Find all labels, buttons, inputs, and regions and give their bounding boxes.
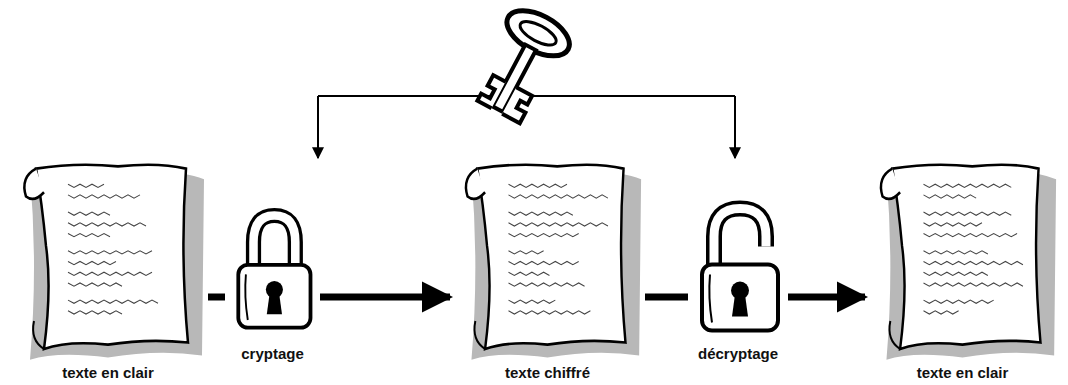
document-node: texte en clair (865, 160, 1060, 382)
flow-arrow (645, 294, 688, 301)
node-label: texte en clair (62, 364, 154, 382)
node-label: texte en clair (917, 364, 1009, 382)
node-label: texte chiffré (505, 364, 590, 382)
node-label: cryptage (241, 345, 304, 363)
padlock-node: décryptage (688, 200, 788, 363)
key-symbol (467, 1, 577, 127)
node-label: décryptage (698, 345, 778, 363)
flow-arrow (208, 294, 225, 301)
key-leader-lines (318, 96, 735, 158)
document-icon (8, 160, 208, 364)
padlock-node: cryptage (225, 200, 320, 363)
document-icon (865, 160, 1060, 364)
document-icon (450, 160, 645, 364)
document-node: texte en clair (8, 160, 208, 382)
padlock-icon (688, 200, 788, 345)
flow-arrow (320, 294, 450, 301)
padlock-icon (225, 200, 320, 345)
flow-arrow (788, 294, 865, 301)
document-node: texte chiffré (450, 160, 645, 382)
